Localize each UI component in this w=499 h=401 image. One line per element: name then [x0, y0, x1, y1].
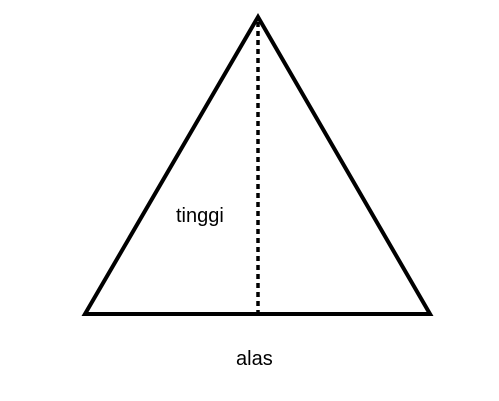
height-label: tinggi: [176, 205, 224, 227]
base-label: alas: [236, 348, 273, 370]
